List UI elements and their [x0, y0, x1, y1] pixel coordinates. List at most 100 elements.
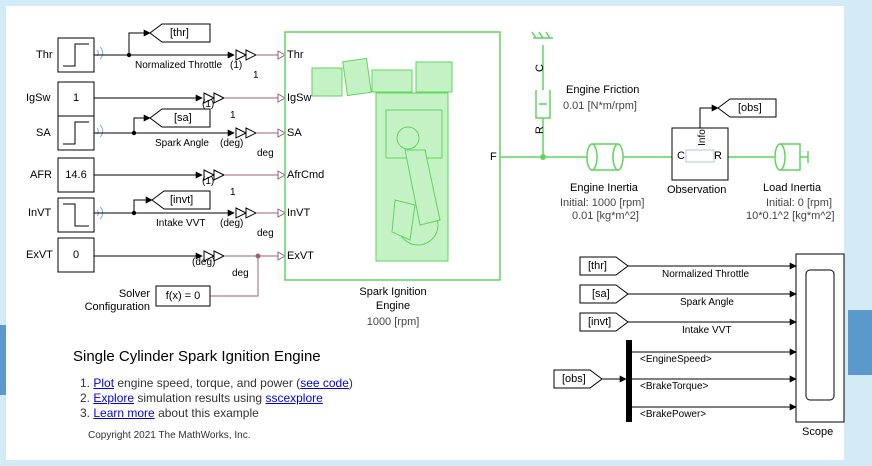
engine-name-line1: Spark Ignition	[359, 286, 427, 298]
converter-exvt-2	[213, 250, 226, 262]
sscexplore-link[interactable]: sscexplore	[265, 391, 323, 405]
engine-port-thr: Thr	[287, 49, 304, 61]
step-block-invt	[57, 197, 95, 233]
unit-label-afr: 1	[230, 187, 236, 198]
converter-afr-2	[213, 169, 226, 181]
engine-inertia-icon	[586, 143, 624, 171]
unit-label-igsw: 1	[230, 110, 236, 121]
engine-port-f: F	[490, 151, 497, 163]
constant-value-exvt[interactable]: 0	[72, 249, 80, 261]
conv-label-afr: (1)	[202, 176, 215, 187]
signal-label-intake-vvt: Intake VVT	[156, 218, 206, 229]
input-label-invt: InVT	[28, 207, 52, 219]
solver-label-line2: Configuration	[84, 301, 150, 313]
scope-label-intake-vvt: Intake VVT	[682, 325, 732, 336]
from-tag-thr	[579, 256, 629, 276]
from-tag-thr-text[interactable]: [thr]	[588, 260, 607, 272]
from-tag-sa	[579, 284, 629, 304]
from-tag-invt-text[interactable]: [invt]	[588, 316, 612, 328]
engine-inertia-initial: Initial: 1000 [rpm]	[560, 197, 645, 209]
friction-port-c: C	[533, 64, 546, 72]
from-tag-invt	[579, 312, 629, 332]
engine-inertia-value: 0.01 [kg*m^2]	[572, 210, 639, 222]
learn-more-link[interactable]: Learn more	[93, 406, 155, 420]
scope-name: Scope	[802, 426, 834, 438]
observation-port-info: Info	[696, 129, 708, 146]
converter-invt-2	[245, 207, 258, 219]
step-block-thr	[57, 37, 95, 73]
constant-block-afr	[57, 157, 95, 193]
load-inertia-initial: Initial: 0 [rpm]	[766, 197, 833, 209]
constant-value-afr[interactable]: 14.6	[65, 169, 87, 181]
converter-invt	[235, 207, 248, 219]
engine-port-exvt: ExVT	[287, 250, 314, 262]
from-tag-sa-text[interactable]: [sa]	[592, 288, 610, 300]
load-inertia-name: Load Inertia	[763, 182, 822, 194]
bus-selector-block	[626, 340, 632, 422]
converter-sa-2	[245, 127, 258, 139]
engine-port-afrcmd: AfrCmd	[287, 169, 325, 181]
constant-block-exvt	[57, 237, 95, 273]
explore-link[interactable]: Explore	[93, 391, 135, 405]
signal-label-normalized-throttle: Normalized Throttle	[135, 60, 223, 71]
engine-friction-value: 0.01 [N*m/rpm]	[563, 100, 637, 112]
input-label-sa: SA	[36, 127, 51, 139]
unit-label-exvt: deg	[232, 268, 249, 279]
engine-speed-param: 1000 [rpm]	[366, 316, 420, 328]
model-title: Single Cylinder Spark Ignition Engine	[73, 348, 321, 365]
unit-label-thr: 1	[253, 70, 259, 81]
observation-name: Observation	[667, 184, 727, 196]
goto-tag-thr-text[interactable]: [thr]	[170, 27, 189, 39]
converter-igsw	[203, 92, 216, 104]
unit-label-sa: deg	[257, 148, 274, 159]
scope-label-throttle: Normalized Throttle	[662, 269, 750, 280]
instruction-item-2: 2. Explore simulation results using ssce…	[80, 391, 323, 405]
scope-block	[795, 253, 845, 423]
converter-exvt	[203, 250, 216, 262]
engine-port-igsw: IgSw	[287, 92, 312, 104]
copyright-text: Copyright 2021 The MathWorks, Inc.	[88, 430, 251, 441]
conv-label-igsw: (1)	[202, 99, 215, 110]
engine-friction-icon	[531, 31, 553, 119]
right-arrow-shape	[848, 310, 872, 375]
goto-tag-obs-text[interactable]: [obs]	[738, 102, 762, 114]
solver-configuration-block	[155, 285, 211, 307]
goto-tag-thr	[149, 23, 211, 43]
converter-thr	[235, 49, 248, 61]
converter-thr-2	[245, 49, 258, 61]
engine-port-sa: SA	[287, 127, 302, 139]
instruction-item-1: 1. Plot engine speed, torque, and power …	[80, 376, 353, 390]
goto-tag-sa-text[interactable]: [sa]	[174, 112, 192, 124]
conv-label-exvt: (deg)	[192, 257, 216, 268]
step-block-sa	[57, 115, 95, 151]
engine-inertia-name: Engine Inertia	[570, 182, 638, 194]
observation-port-r: R	[714, 150, 722, 162]
converter-afr	[203, 169, 216, 181]
bus-signal-brake-power: <BrakePower>	[640, 409, 707, 420]
constant-value-igsw[interactable]: 1	[72, 92, 80, 104]
goto-tag-sa	[149, 108, 211, 128]
signal-label-spark-angle: Spark Angle	[155, 138, 209, 149]
friction-port-r: R	[533, 126, 546, 134]
input-label-thr: Thr	[36, 49, 53, 61]
constant-block-igsw	[57, 81, 95, 117]
plot-link[interactable]: Plot	[93, 376, 115, 390]
see-code-link[interactable]: see code	[300, 376, 349, 390]
engine-friction-name: Engine Friction	[566, 84, 640, 96]
load-inertia-icon	[774, 143, 809, 171]
scope-label-spark-angle: Spark Angle	[680, 297, 734, 308]
goto-tag-invt	[151, 190, 211, 210]
instructions-list: 1. Plot engine speed, torque, and power …	[80, 376, 353, 421]
conv-label-thr: (1)	[230, 60, 243, 71]
conv-label-invt: (deg)	[220, 218, 244, 229]
converter-sa	[235, 127, 248, 139]
unit-label-invt: deg	[257, 228, 274, 239]
solver-fx-text[interactable]: f(x) = 0	[165, 290, 201, 302]
from-tag-obs-text[interactable]: [obs]	[562, 373, 586, 385]
goto-tag-obs	[717, 98, 777, 118]
goto-tag-invt-text[interactable]: [invt]	[170, 194, 194, 206]
from-tag-obs	[553, 369, 603, 389]
input-label-exvt: ExVT	[26, 249, 53, 261]
